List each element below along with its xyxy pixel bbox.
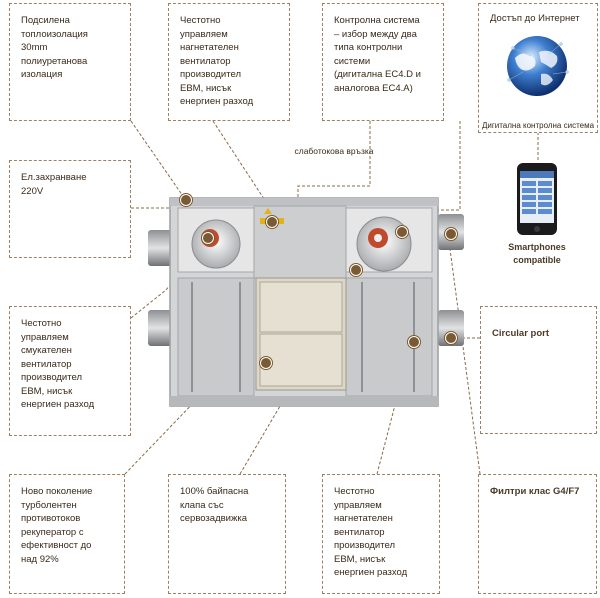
callout-supply-fan-top-text: Честотно управляем нагнетателен вентилат… <box>180 15 254 107</box>
callout-power-supply-text: Ел.захранване 220V <box>21 172 87 197</box>
marker-exhaust-fan <box>202 232 214 244</box>
callout-bypass-text: 100% байпасна клапа със сервозадвижка <box>180 486 249 524</box>
callout-filters: Филтри клас G4/F7 <box>478 474 597 594</box>
callout-exhaust-fan: Честотно управляем смукателен вентилатор… <box>9 306 131 436</box>
duct-right-bottom <box>438 310 464 346</box>
callout-recuperator: Ново поколение турболентен противотоков … <box>9 474 125 594</box>
callout-control-system-text: Контролна система – избор между два типа… <box>334 15 421 94</box>
ventilation-unit-illustration <box>148 197 464 407</box>
callout-control-system: Контролна система – избор между два типа… <box>322 3 444 121</box>
marker-filters <box>445 228 457 240</box>
leader-supply-fan-top <box>212 120 271 209</box>
smartphone-icon <box>517 163 557 235</box>
callout-filters-text: Филтри клас G4/F7 <box>490 486 580 497</box>
marker-recuperator <box>260 357 272 369</box>
callout-circular-port: Circular port <box>480 306 597 434</box>
marker-supply-fan <box>396 226 408 238</box>
callout-insulation-text: Подсилена топлоизолация 30mm полиуретано… <box>21 15 88 80</box>
marker-supply-fan-top <box>266 216 278 228</box>
callout-recuperator-text: Ново поколение турболентен противотоков … <box>21 486 93 565</box>
digital-control-label: Дигитална контролна система <box>481 121 595 130</box>
duct-left-bottom <box>148 310 172 346</box>
leader-filters <box>447 233 481 475</box>
globe-icon <box>507 36 569 96</box>
callout-supply-fan-top: Честотно управляем нагнетателен вентилат… <box>168 3 290 121</box>
leader-insulation <box>130 120 186 200</box>
callout-internet: Достъп до Интернет Дигитална контролна <box>478 3 598 133</box>
callout-power-supply: Ел.захранване 220V <box>9 160 131 258</box>
low-current-label: слаботокова връзка <box>294 146 374 156</box>
duct-left-top <box>148 230 172 266</box>
callout-circular-port-text: Circular port <box>492 328 550 339</box>
callout-bypass: 100% байпасна клапа със сервозадвижка <box>168 474 286 594</box>
marker-supply-bottom <box>408 336 420 348</box>
marker-circular-port <box>445 332 457 344</box>
callout-supply-fan-bottom-text: Честотно управляем нагнетателен вентилат… <box>334 486 408 578</box>
fan-left <box>191 219 241 269</box>
callout-insulation: Подсилена топлоизолация 30mm полиуретано… <box>9 3 131 121</box>
marker-bypass <box>350 264 362 276</box>
leader-control <box>297 121 371 199</box>
callout-internet-text: Достъп до Интернет <box>490 13 580 24</box>
callout-supply-fan-bottom: Честотно управляем нагнетателен вентилат… <box>322 474 440 594</box>
smartphones-label: Smartphones compatible <box>508 242 566 265</box>
callout-exhaust-fan-text: Честотно управляем смукателен вентилатор… <box>21 318 95 410</box>
marker-insulation <box>180 194 192 206</box>
